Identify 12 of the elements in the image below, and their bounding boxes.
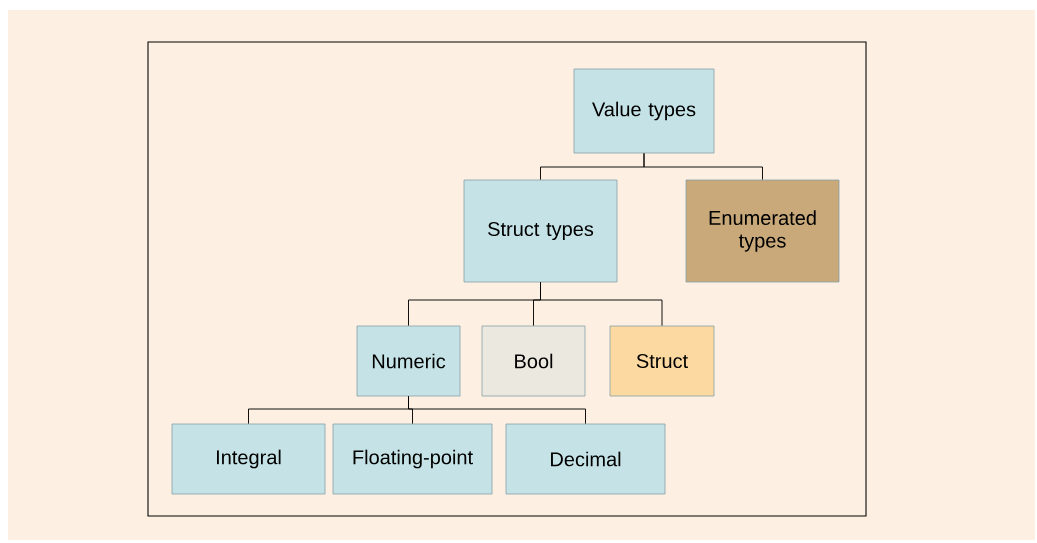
type-box: Enumerated types bbox=[685, 179, 840, 283]
connector bbox=[643, 152, 763, 181]
type-box: Struct types bbox=[463, 179, 618, 283]
type-box: Value types bbox=[573, 68, 715, 154]
connector bbox=[408, 395, 586, 425]
type-box: Struct bbox=[609, 325, 715, 397]
type-box: Bool bbox=[481, 325, 586, 397]
connector bbox=[540, 281, 663, 327]
type-box: Decimal bbox=[505, 423, 666, 495]
type-box: Numeric bbox=[356, 325, 461, 397]
type-box: Integral bbox=[171, 423, 326, 495]
type-box: Floating-point bbox=[332, 423, 493, 495]
